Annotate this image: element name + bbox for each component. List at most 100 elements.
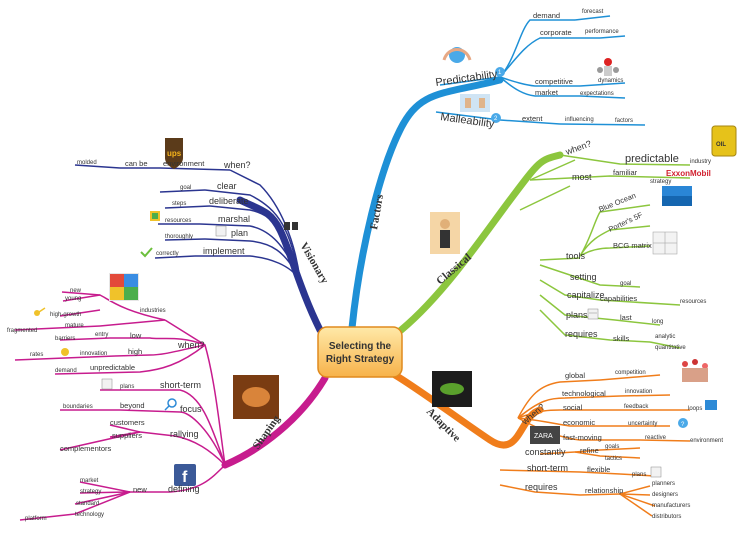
factors-corporate: corporate bbox=[540, 28, 572, 37]
branch-factors-label: Factors bbox=[368, 193, 386, 231]
shaping-fragmented: fragmented bbox=[7, 328, 37, 334]
key-icon bbox=[34, 307, 46, 316]
classical-requires: requires bbox=[565, 329, 598, 339]
classical-skills: skills bbox=[613, 334, 629, 343]
adaptive-reactive: reactive bbox=[645, 435, 667, 441]
visionary-goal: goal bbox=[180, 185, 191, 191]
shaping-industries: industries bbox=[140, 308, 166, 314]
shaping-unpredictable: unpredictable bbox=[90, 363, 135, 372]
factors-market: market bbox=[535, 88, 559, 97]
svg-text:f: f bbox=[182, 469, 188, 486]
chameleon-icon bbox=[432, 371, 472, 407]
adaptive-tactics: tactics bbox=[605, 456, 622, 462]
shaping-market: market bbox=[80, 478, 99, 484]
classical-when: when? bbox=[563, 138, 592, 157]
shaping-boundaries: boundaries bbox=[63, 404, 93, 410]
factors-malleability: Malleability bbox=[440, 111, 496, 131]
badge-2-label: 2 bbox=[494, 116, 498, 122]
shaping-young: young bbox=[65, 296, 81, 302]
shaping-demand: demand bbox=[55, 368, 77, 374]
factors-performance: performance bbox=[585, 29, 619, 35]
visionary-deliberate: deliberate bbox=[209, 196, 249, 206]
visionary-plan: plan bbox=[231, 228, 248, 238]
adaptive-feedback: feedback bbox=[624, 404, 649, 410]
visionary-environment: environment bbox=[163, 159, 205, 168]
adaptive-manufacturers: manufacturers bbox=[652, 503, 690, 509]
binoculars-icon bbox=[284, 222, 298, 230]
adaptive-competition: competition bbox=[615, 370, 646, 376]
branch-classical-line bbox=[391, 151, 564, 339]
visionary-thoroughly: thoroughly bbox=[165, 234, 193, 240]
svg-text:?: ? bbox=[681, 422, 685, 428]
shaping-innovation: innovation bbox=[80, 351, 107, 357]
malleability-icon bbox=[460, 94, 490, 112]
dynamics-icon bbox=[597, 58, 619, 76]
classical-lines bbox=[519, 154, 691, 349]
oil-barrel-icon: OIL bbox=[711, 125, 737, 157]
shaping-mature: mature bbox=[65, 323, 84, 329]
adaptive-flexible: flexible bbox=[587, 465, 610, 474]
visionary-steps: steps bbox=[172, 201, 186, 207]
branch-classical-label: Classical bbox=[434, 251, 474, 287]
visionary-when: when? bbox=[223, 160, 251, 170]
shaping-standard: standard bbox=[76, 501, 99, 507]
branch-shaping-line bbox=[221, 374, 329, 469]
adaptive-designers: designers bbox=[652, 492, 678, 498]
adaptive-environment: environment bbox=[690, 438, 723, 444]
crowd-icon bbox=[682, 359, 708, 382]
shaping-rates: rates bbox=[30, 352, 43, 358]
branch-factors-line bbox=[348, 76, 504, 332]
adaptive-loops: loops bbox=[688, 406, 702, 412]
adaptive-distributors: distributors bbox=[652, 514, 681, 520]
visionary-correctly: correctly bbox=[156, 251, 179, 257]
blue-ocean-icon bbox=[662, 186, 692, 206]
adaptive-relationship: relationship bbox=[585, 486, 623, 495]
classical-predictable: predictable bbox=[625, 153, 679, 165]
adaptive-fast-moving: fast-moving bbox=[563, 433, 602, 442]
shaping-technology: technology bbox=[75, 512, 104, 518]
classical-exxon: ExxonMobil bbox=[666, 169, 711, 178]
visionary-resources: resources bbox=[165, 218, 191, 224]
classical-last: last bbox=[620, 313, 633, 322]
classical-resources: resources bbox=[680, 299, 706, 305]
badge-1-label: 1 bbox=[498, 70, 502, 76]
visionary-plan-icon bbox=[215, 225, 227, 237]
shaping-complementors: complementors bbox=[60, 444, 112, 453]
classical-tools: tools bbox=[566, 251, 586, 261]
shaping-high-growth: high-growth bbox=[50, 312, 81, 318]
classical-blue-ocean: Blue Ocean bbox=[597, 191, 637, 214]
shaping-new: new bbox=[70, 288, 82, 294]
factors-influencing: influencing bbox=[565, 117, 594, 123]
branch-visionary-line bbox=[236, 196, 324, 334]
puzzle-icon bbox=[109, 273, 139, 301]
classical-capitalize: capitalize bbox=[567, 290, 605, 300]
factors-forecast: forecast bbox=[582, 9, 604, 15]
classical-long: long bbox=[652, 319, 663, 325]
classical-strategy: strategy bbox=[650, 179, 671, 185]
classical-industry: industry bbox=[690, 159, 711, 165]
visionary-marshal: marshal bbox=[218, 214, 250, 224]
lightbulb-icon bbox=[61, 348, 69, 356]
badge-1-icon bbox=[495, 67, 505, 77]
center-title-line2: Right Strategy bbox=[326, 354, 395, 365]
visionary-clear: clear bbox=[217, 181, 237, 191]
adaptive-global: global bbox=[565, 371, 585, 380]
shaping-high: high bbox=[128, 347, 142, 356]
adaptive-goals: goals bbox=[605, 444, 619, 450]
predictability-icon bbox=[442, 42, 472, 64]
factors-extent: extent bbox=[522, 114, 543, 123]
classical-familiar: familiar bbox=[613, 168, 638, 177]
classical-goal: goal bbox=[620, 281, 631, 287]
adaptive-planners: planners bbox=[652, 481, 675, 487]
factors-dynamics: dynamics bbox=[598, 78, 623, 84]
adaptive-short-term: short-term bbox=[527, 463, 568, 473]
shaping-platform: platform bbox=[25, 516, 47, 522]
checkmark-icon bbox=[140, 247, 153, 258]
resources-icon bbox=[150, 211, 160, 221]
adaptive-requires: requires bbox=[525, 482, 558, 492]
shaping-when: when? bbox=[177, 340, 205, 350]
adaptive-uncertainty: uncertainty bbox=[628, 421, 657, 427]
classical-analytic: analytic bbox=[655, 334, 675, 340]
